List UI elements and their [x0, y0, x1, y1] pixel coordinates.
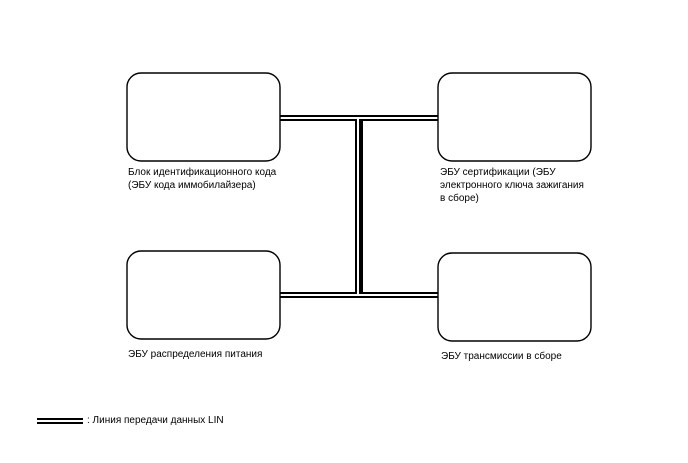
lin-bus-lines: [280, 115, 438, 298]
box-certification-ecu: [437, 72, 592, 162]
label-power-distribution-ecu: ЭБУ распределения питания: [128, 349, 263, 360]
box-power-distribution-ecu: [126, 250, 281, 340]
label-ident-code: Блок идентификационного кода (ЭБУ кода и…: [128, 167, 277, 191]
label-transmission-ecu: ЭБУ трансмиссии в сборе: [441, 351, 562, 362]
box-ident-code: [126, 72, 281, 162]
label-certification-ecu: ЭБУ сертификации (ЭБУ электронного ключа…: [440, 167, 584, 204]
legend-text: : Линия передачи данных LIN: [87, 415, 224, 426]
box-transmission-ecu: [437, 252, 592, 342]
